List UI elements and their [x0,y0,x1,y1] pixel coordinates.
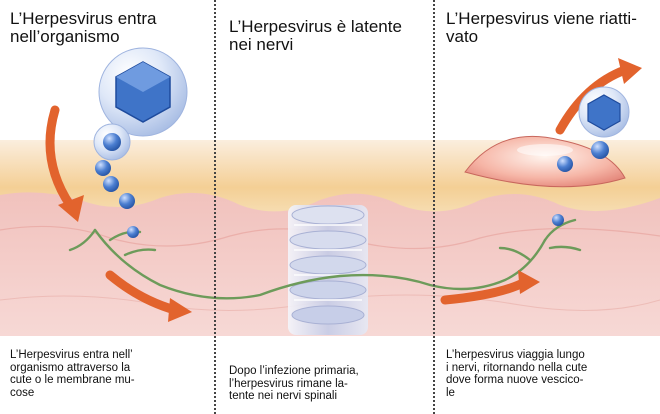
panel-3-caption: L’herpesvirus viaggia lungo i nervi, rit… [446,349,656,399]
panel-2-title: L’Herpesvirus è latente nei nervi [229,18,429,54]
panel-2-caption: Dopo l’infezione primaria, l’herpesvirus… [229,365,429,403]
panel-divider-left [214,0,216,414]
spine-icon [288,205,368,335]
panel-3-title: L’Herpesvirus viene riatti- vato [446,10,656,46]
panel-1-caption: L’Herpesvirus entra nell’ organismo attr… [10,349,210,399]
panel-divider-right [433,0,435,414]
panel-1-title: L’Herpesvirus entra nell’organismo [10,10,210,46]
